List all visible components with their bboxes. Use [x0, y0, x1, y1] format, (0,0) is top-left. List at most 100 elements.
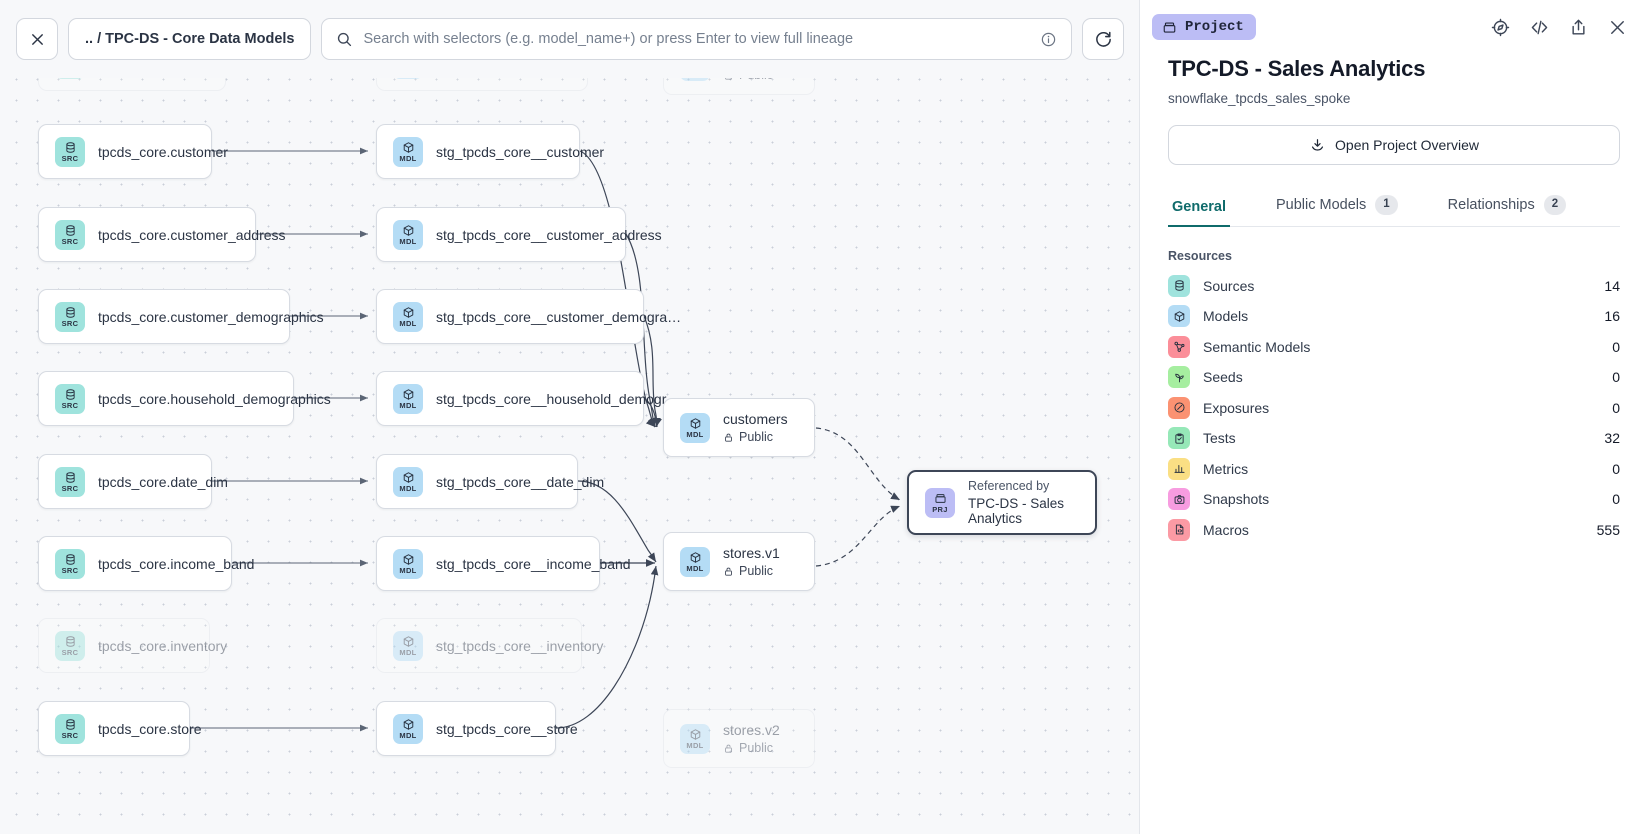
info-circle-icon[interactable] — [1040, 31, 1057, 48]
graph-node-label: tpcds_core.store — [98, 720, 202, 737]
overview-target-icon — [1309, 137, 1326, 154]
node-type-badge-mdl: MDL — [393, 301, 423, 332]
code-icon[interactable] — [1529, 17, 1550, 38]
resource-name: Models — [1203, 308, 1249, 325]
refresh-button[interactable] — [1082, 18, 1124, 60]
explore-icon[interactable] — [1490, 17, 1511, 38]
resource-name: Exposures — [1203, 399, 1270, 416]
database-icon — [64, 635, 77, 648]
tab-general[interactable]: General — [1168, 191, 1230, 227]
project-box-icon — [1162, 20, 1177, 35]
resource-name: Sources — [1203, 277, 1255, 294]
cube-icon — [402, 224, 415, 237]
graph-node-label: stores.v2 — [723, 722, 780, 738]
node-type-badge-src: SRC — [55, 466, 85, 497]
close-icon[interactable] — [1607, 17, 1628, 38]
tab-label: Public Models — [1276, 196, 1367, 213]
visibility-label: Public — [739, 564, 774, 578]
tab-relationships[interactable]: Relationships 2 — [1444, 187, 1570, 227]
breadcrumb[interactable]: .. / TPC-DS - Core Data Models — [68, 18, 312, 60]
cube-icon — [402, 388, 415, 401]
cube-icon — [402, 471, 415, 484]
lock-icon — [723, 432, 734, 443]
database-icon — [64, 553, 77, 566]
tab-count: 2 — [1543, 195, 1567, 215]
graph-node-label: stg_tpcds_core__customer_address — [436, 226, 662, 243]
cube-icon — [402, 635, 415, 648]
graph-node-label: stg_tpcds_core__income_band — [436, 555, 631, 572]
graph-node-label: stg_tpcds_core__customer — [436, 143, 605, 160]
visibility-badge: Public — [723, 430, 788, 444]
graph-node-src_date_dim[interactable]: SRC tpcds_core.date_dim — [38, 454, 228, 509]
resource-count: 16 — [1604, 308, 1620, 325]
referenced-by-label: Referenced by — [968, 479, 1050, 493]
node-type-badge-src: SRC — [55, 630, 85, 661]
database-icon — [64, 141, 77, 154]
close-lineage-button[interactable] — [16, 18, 58, 60]
resource-row-models[interactable]: Models 16 — [1168, 301, 1620, 332]
graph-node-label: customers — [723, 411, 788, 427]
share-icon[interactable] — [1568, 17, 1589, 38]
resource-name: Semantic Models — [1203, 338, 1311, 355]
file-code-icon — [1168, 518, 1190, 541]
tab-public-models[interactable]: Public Models 1 — [1272, 187, 1402, 227]
panel-actions — [1490, 17, 1632, 38]
graph-node-label: tpcds_core.date_dim — [98, 473, 228, 490]
referenced-by-project-name: TPC-DS - Sales Analytics — [968, 496, 1065, 526]
database-icon — [64, 471, 77, 484]
cube-icon — [402, 306, 415, 319]
tab-label: Relationships — [1447, 196, 1535, 213]
node-type-badge-mdl: MDL — [680, 546, 710, 577]
graph-node-label: stg_tpcds_core__household_demogr… — [436, 390, 681, 407]
node-type-badge-src: SRC — [55, 548, 85, 579]
search-box[interactable] — [321, 18, 1072, 60]
cube-icon — [1168, 305, 1190, 328]
graph-node-label: stg_tpcds_core__date_dim — [436, 473, 605, 490]
gauge-icon — [1168, 396, 1190, 419]
bar-chart-icon — [1168, 457, 1190, 480]
open-project-overview-button[interactable]: Open Project Overview — [1168, 125, 1620, 165]
cube-icon — [402, 553, 415, 566]
node-type-badge-mdl: MDL — [680, 412, 710, 443]
database-icon — [64, 224, 77, 237]
resource-type-chip[interactable]: Project — [1152, 14, 1256, 40]
graph-nodes: SRCtpcds_core.call_centerMDLstg_tpcds_co… — [38, 36, 1097, 768]
graph-node-label: tpcds_core.customer_address — [98, 226, 286, 243]
resource-count: 32 — [1604, 430, 1620, 447]
search-icon — [336, 31, 353, 48]
resource-row-macros[interactable]: Macros 555 — [1168, 515, 1620, 546]
resource-count: 555 — [1596, 521, 1620, 538]
resource-count: 0 — [1612, 491, 1620, 508]
lineage-canvas[interactable]: SRCtpcds_core.call_centerMDLstg_tpcds_co… — [0, 0, 1140, 834]
cube-icon — [689, 417, 702, 430]
resource-name: Macros — [1203, 521, 1249, 538]
tab-count: 1 — [1375, 195, 1398, 215]
search-input[interactable] — [363, 31, 1030, 47]
